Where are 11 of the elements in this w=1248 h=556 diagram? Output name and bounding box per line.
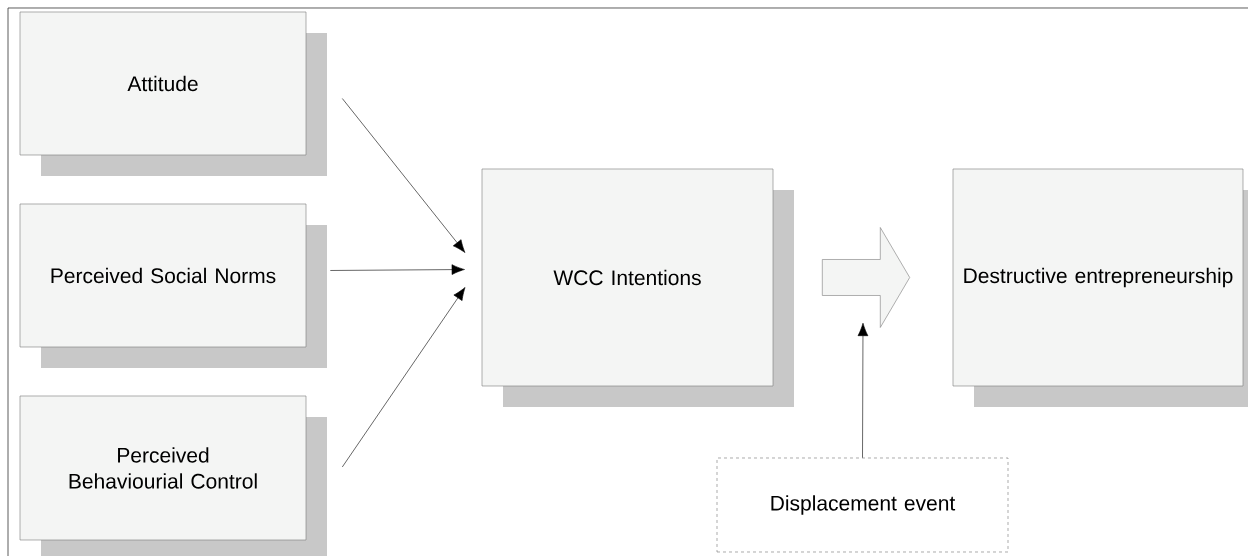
shadowed-box: Attitude xyxy=(19,11,327,176)
shadowed-box: Perceived Behaviourial Control xyxy=(19,395,327,556)
arrow xyxy=(342,287,466,468)
block-arrow xyxy=(822,227,910,328)
shadowed-box: Perceived Social Norms xyxy=(19,203,327,368)
arrow xyxy=(342,98,466,253)
shadowed-box: WCC Intentions xyxy=(481,168,794,407)
arrow xyxy=(857,322,869,458)
arrow xyxy=(330,264,465,275)
dashed-box: Displacement event xyxy=(716,457,1009,553)
shadowed-box: Destructive entrepreneurship xyxy=(952,168,1248,407)
